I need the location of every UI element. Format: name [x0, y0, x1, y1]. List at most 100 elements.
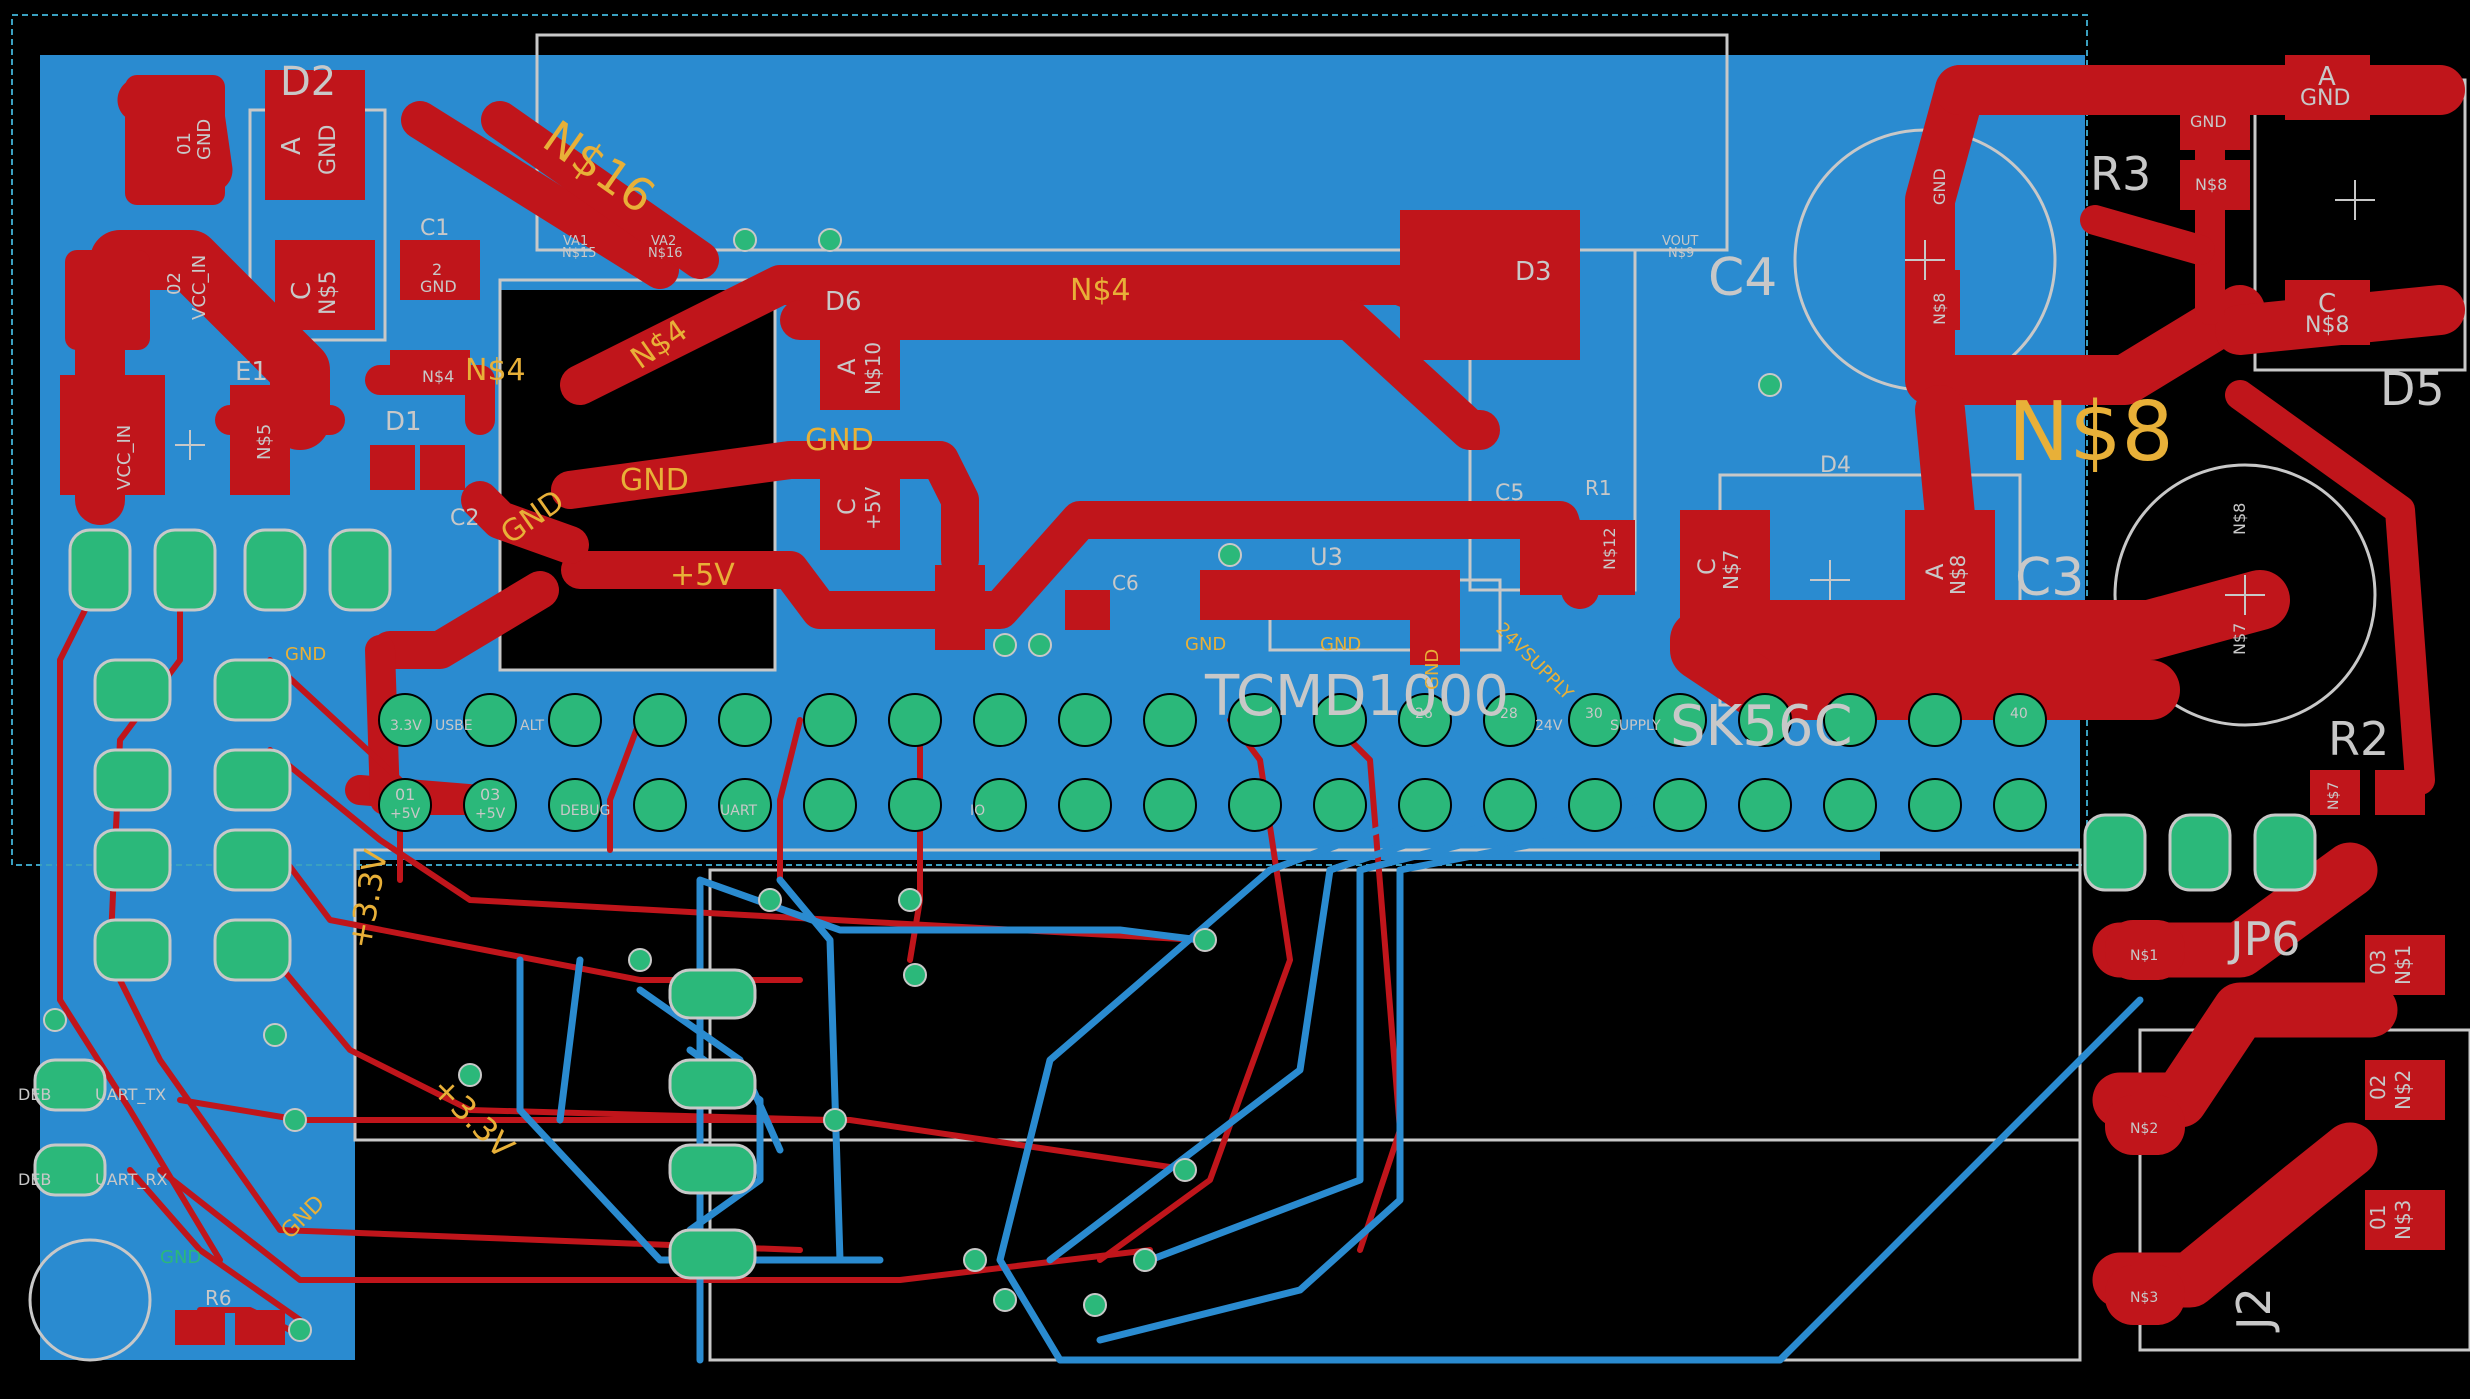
pad-jp6-n2: N$2: [2130, 1121, 2158, 1137]
pad-j2-02: 02: [2366, 1075, 2390, 1100]
pad-hdr-30: 30: [1585, 706, 1603, 722]
label-D5: D5: [2380, 362, 2445, 416]
label-R1: R1: [1585, 476, 1612, 500]
pad-vout: VOUT: [1662, 234, 1698, 249]
label-D2: D2: [280, 59, 336, 105]
pad-j2-01: 01: [2366, 1205, 2390, 1230]
pad-j2-03: 03: [2366, 950, 2390, 975]
pad-hdr-uart: UART: [720, 803, 758, 819]
pad-hdr-28: 28: [1500, 706, 1518, 722]
top-copper-traces: [57, 65, 2465, 1333]
pad-d6-5v: +5V: [861, 487, 885, 530]
pad-uart-rx: UART_RX: [95, 1170, 168, 1190]
pad-d2-01: 01: [174, 132, 195, 155]
pad-d2-agnd: GND: [316, 125, 341, 175]
label-C3: C3: [2015, 548, 2084, 608]
net-gnd-b5: GND: [160, 1247, 201, 1268]
left-jumper-pads: [33, 528, 2317, 1280]
pad-c3-n7: N$7: [2230, 623, 2249, 655]
label-C5: C5: [1495, 481, 1524, 506]
pad-d5-c: C: [2318, 289, 2336, 319]
pad-hdr-01: 01: [395, 785, 415, 804]
pad-c4-n8: N$8: [1930, 293, 1949, 325]
net-n4-c: N$4: [1070, 273, 1131, 308]
bottom-copper-traces: [516, 796, 2144, 1364]
label-C1: C1: [420, 216, 449, 241]
pad-hdr-debug: DEBUG: [560, 803, 610, 819]
net-5v: +5V: [670, 558, 735, 593]
pad-d2-02: 02: [164, 272, 185, 295]
label-J2: J2: [2227, 1287, 2281, 1333]
pad-va2: VA2: [651, 234, 676, 249]
pad-d2-cn5: N$5: [316, 271, 341, 315]
net-gnd-b2: GND: [1320, 634, 1361, 655]
pad-hdr-5v1: +5V: [390, 806, 421, 822]
net-gnd-b4: GND: [285, 644, 326, 665]
pour-cutout-left-bottom: [0, 1060, 40, 1399]
label-R2: R2: [2328, 712, 2389, 766]
pad-d2-c: C: [287, 282, 317, 300]
pad-d6-a: A: [833, 358, 861, 375]
pad-hdr-io: IO: [970, 803, 985, 819]
net-gnd-1: GND: [805, 423, 874, 458]
pad-d4-n7: N$7: [1719, 550, 1743, 590]
label-U3: U3: [1310, 543, 1343, 571]
label-R3: R3: [2090, 147, 2151, 201]
pad-n9: N$9: [1668, 246, 1694, 261]
pad-hdr-supply: SUPPLY: [1610, 718, 1661, 734]
pad-hdr-alt: ALT: [520, 718, 544, 734]
pad-d6-c: C: [833, 498, 861, 515]
pad-r2-n7: N$7: [2326, 782, 2342, 810]
label-D1: D1: [385, 407, 422, 437]
label-C2: C2: [450, 506, 479, 531]
pad-c1-gnd: GND: [420, 277, 457, 296]
pad-e1-vccin: VCC_IN: [114, 425, 135, 490]
pad-hdr-26: 26: [1415, 706, 1433, 722]
pad-c4-gnd: GND: [1930, 168, 1949, 205]
pad-d5-a: A: [2318, 62, 2336, 92]
pad-hdr-03: 03: [480, 785, 500, 804]
pad-deb2: DEB: [18, 1170, 51, 1189]
pad-r3-n8: N$8: [2195, 175, 2227, 194]
pad-hdr-40: 40: [2010, 706, 2028, 722]
label-JP6: JP6: [2227, 912, 2301, 966]
board-outline: [11, 14, 2088, 866]
label-C4: C4: [1708, 248, 1777, 308]
pad-uart-tx: UART_TX: [95, 1085, 166, 1105]
pad-e1-n5: N$5: [254, 424, 275, 460]
pad-j2-n2: N$2: [2391, 1070, 2415, 1110]
pad-deb1: DEB: [18, 1085, 51, 1104]
label-C6: C6: [1112, 571, 1139, 595]
pad-c3-n8: N$8: [2230, 503, 2249, 535]
pad-d2-gnd: GND: [194, 119, 215, 160]
pad-c1-n4: N$4: [422, 367, 454, 386]
net-n8-big: N$8: [2008, 385, 2174, 480]
header-pin-row-bottom: [378, 778, 2047, 832]
label-sk: SK56C: [1670, 694, 1853, 759]
top-copper-pads: [60, 55, 2445, 1345]
pad-d5-gnd: GND: [2300, 86, 2350, 111]
pad-jp6-n1: N$1: [2130, 948, 2158, 964]
pad-n16: N$16: [648, 246, 683, 261]
pad-jp6-n3: N$3: [2130, 1290, 2158, 1306]
pad-r3-gnd: GND: [2190, 112, 2227, 131]
label-E1: E1: [235, 357, 268, 387]
net-gnd-b1: GND: [1185, 634, 1226, 655]
header-pin-row-top: [378, 693, 2047, 747]
net-gnd-2: GND: [620, 463, 689, 498]
label-D4: D4: [1820, 453, 1851, 478]
pad-n12: N$12: [1600, 527, 1619, 570]
pad-hdr-33: 3.3V: [390, 718, 422, 734]
pad-j2-n1: N$1: [2391, 945, 2415, 985]
pad-d4-c: C: [1693, 558, 1721, 575]
pad-d4-n8: N$8: [1946, 555, 1970, 595]
pad-j2-n3: N$3: [2391, 1200, 2415, 1240]
net-n4-a: N$4: [465, 353, 526, 388]
pad-d6-n10: N$10: [861, 342, 885, 395]
origin-markers: [175, 180, 2375, 615]
pad-d4-a: A: [1921, 563, 1949, 580]
pad-d2-a: A: [277, 137, 307, 155]
pad-d2-vccin: VCC_IN: [189, 255, 210, 320]
pad-hdr-24v: 24V: [1535, 718, 1563, 734]
